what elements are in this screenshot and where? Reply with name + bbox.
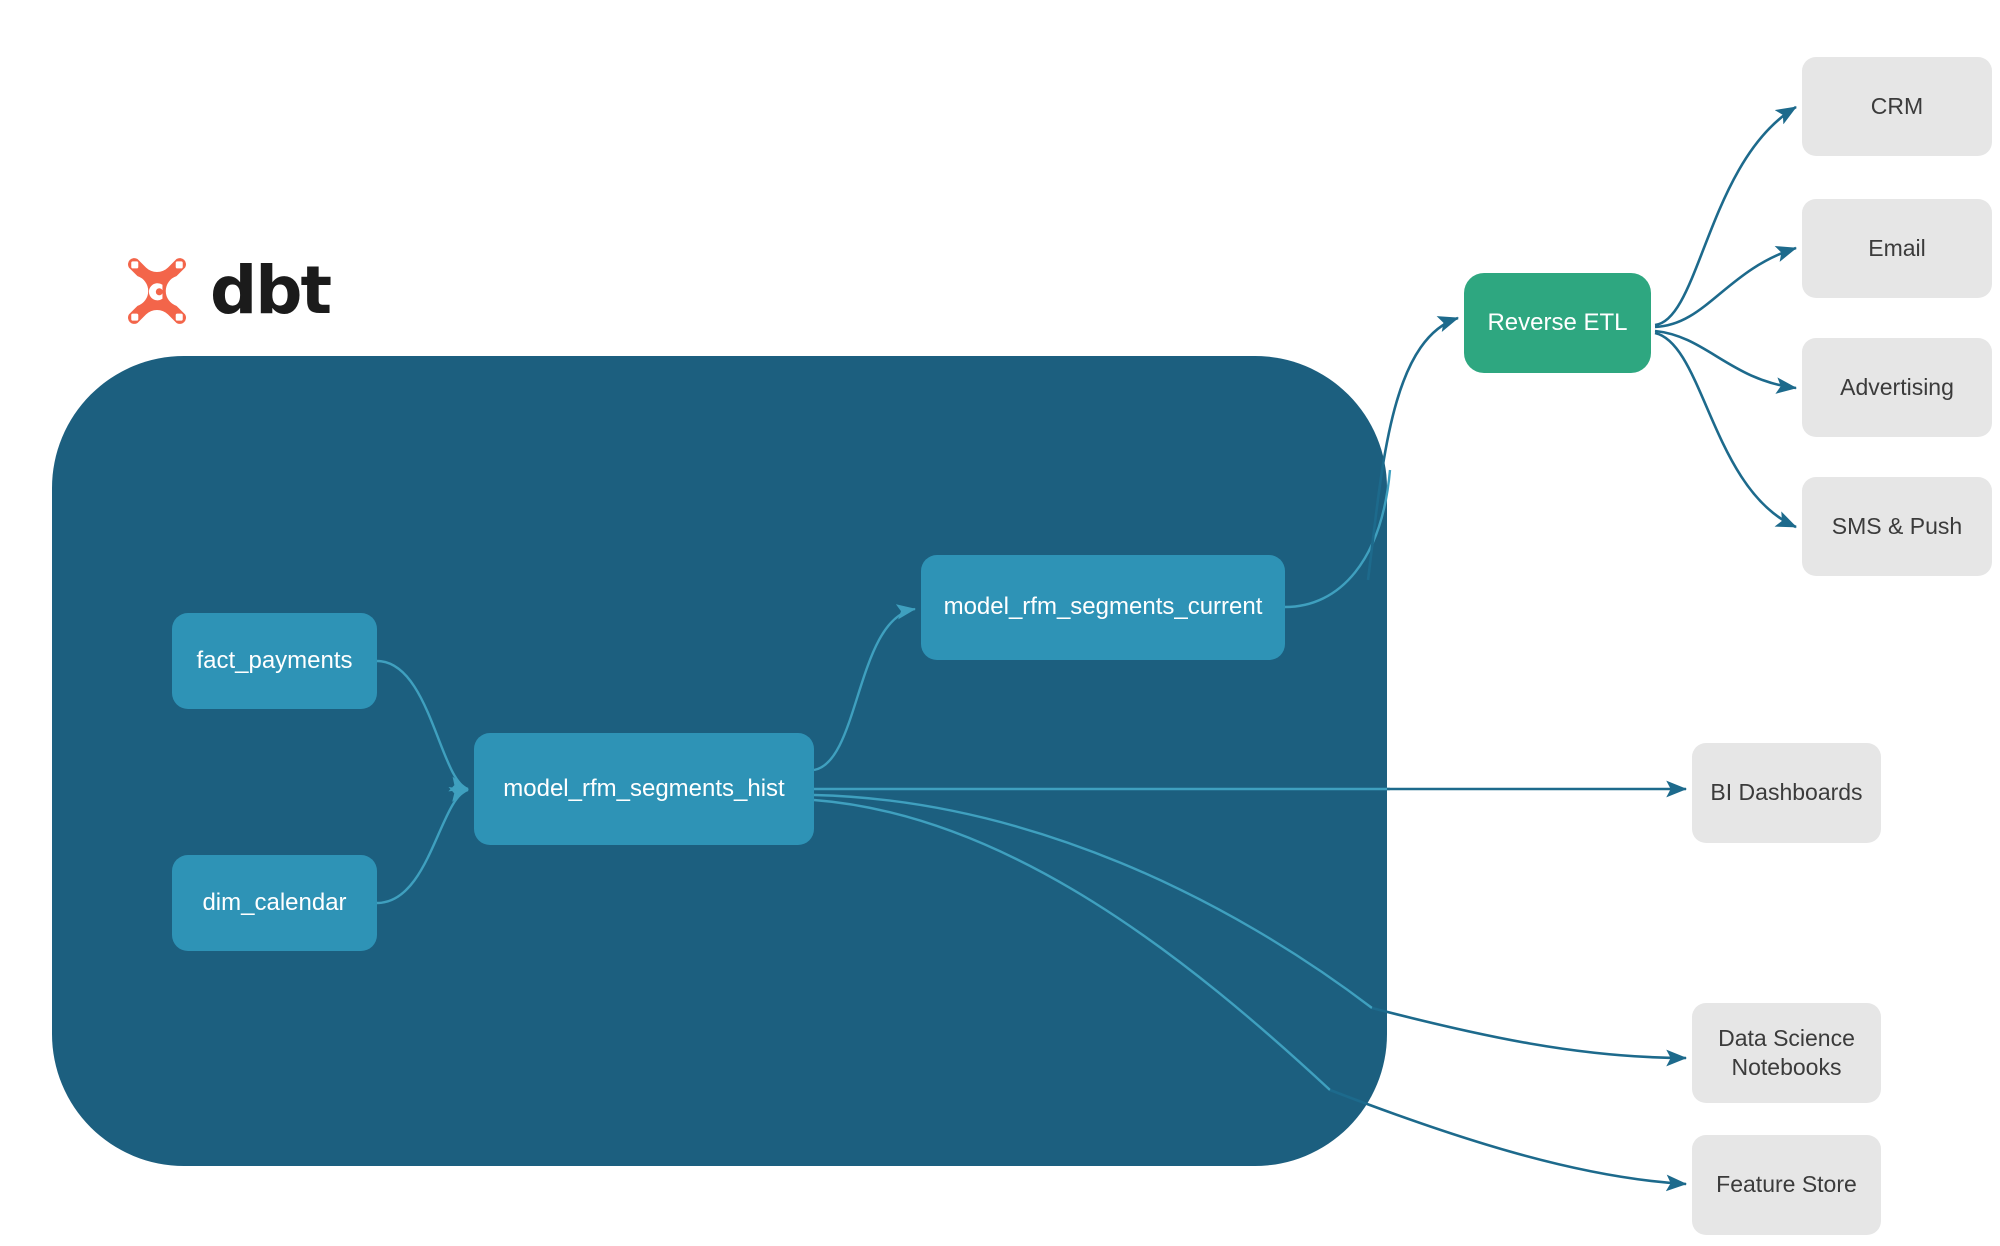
node-fact-payments[interactable]: fact_payments (172, 613, 377, 709)
node-label: Advertising (1840, 373, 1954, 400)
node-label: dim_calendar (202, 888, 347, 916)
node-label: fact_payments (196, 646, 353, 674)
edge-reverse-etl-to-sms-push (1654, 331, 1797, 529)
node-data-science-notebooks[interactable]: Data Science Notebooks (1692, 1003, 1881, 1103)
edge-hist-to-feature-inside (813, 798, 1331, 1091)
dbt-logo-text: dbt (210, 252, 332, 329)
edge-panel-to-feature-store (1329, 1088, 1688, 1192)
edge-current-to-reverse-etl (1366, 316, 1459, 581)
node-label: CRM (1870, 92, 1924, 119)
edge-dim-calendar-to-hist (376, 787, 469, 905)
node-label: model_rfm_segments_current (943, 593, 1263, 621)
edge-reverse-etl-to-crm (1654, 105, 1797, 327)
node-label: Email (1868, 234, 1926, 261)
node-label: Data Science Notebooks (1718, 1024, 1855, 1080)
edge-fact-payments-to-hist (376, 659, 469, 792)
node-label: BI Dashboards (1710, 779, 1863, 806)
dbt-logo-icon (128, 258, 186, 324)
edge-reverse-etl-to-email (1654, 246, 1797, 329)
node-model-rfm-segments-current[interactable]: model_rfm_segments_current (921, 555, 1285, 660)
node-label: SMS & Push (1831, 512, 1963, 539)
node-crm[interactable]: CRM (1802, 57, 1992, 156)
node-sms-push[interactable]: SMS & Push (1802, 477, 1992, 576)
node-label: Reverse ETL (1487, 308, 1628, 336)
node-feature-store[interactable]: Feature Store (1692, 1135, 1881, 1235)
edges-inside-panel (376, 469, 1392, 1091)
node-dim-calendar[interactable]: dim_calendar (172, 855, 377, 951)
edge-hist-to-current (813, 604, 916, 772)
edge-current-out-inside (1284, 469, 1392, 609)
node-email[interactable]: Email (1802, 199, 1992, 298)
node-label: Feature Store (1716, 1171, 1857, 1198)
node-label: model_rfm_segments_hist (503, 774, 785, 802)
dbt-logo: dbt (118, 252, 332, 330)
node-bi-dashboards[interactable]: BI Dashboards (1692, 743, 1881, 843)
node-reverse-etl[interactable]: Reverse ETL (1464, 273, 1651, 373)
edge-reverse-etl-to-advertising (1654, 329, 1798, 394)
node-model-rfm-segments-hist[interactable]: model_rfm_segments_hist (474, 733, 814, 845)
edges-outside-panel (1329, 105, 1798, 1192)
edge-hist-to-notebooks-inside (813, 793, 1373, 1009)
edge-panel-to-ds-notebooks (1371, 1006, 1688, 1067)
node-advertising[interactable]: Advertising (1802, 338, 1992, 437)
